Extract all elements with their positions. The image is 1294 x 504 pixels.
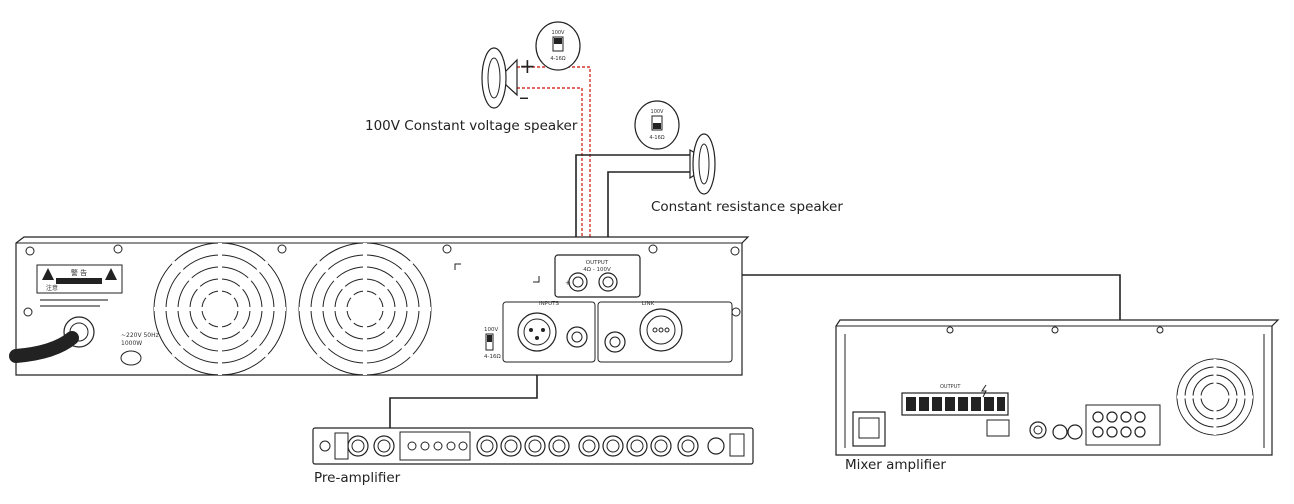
svg-text:100V: 100V — [651, 109, 665, 115]
speaker-cone-icon — [481, 47, 507, 109]
mic-input-jack[interactable] — [548, 435, 570, 457]
fuse-holder — [120, 350, 142, 366]
mic-input-jack[interactable] — [626, 435, 648, 457]
svg-text:4-16Ω: 4-16Ω — [550, 56, 565, 62]
screw-icon — [277, 244, 287, 254]
rca-jack[interactable] — [1120, 426, 1132, 438]
mic-input-jack[interactable] — [524, 435, 546, 457]
mic-jack[interactable] — [1029, 421, 1047, 439]
cv-speaker-driver — [504, 58, 518, 97]
xlr-output-jack[interactable] — [347, 435, 369, 457]
mic-input-jack[interactable] — [677, 435, 699, 457]
cr-speaker-wire-b — [607, 171, 690, 258]
mic-input-jack[interactable] — [602, 435, 624, 457]
rca-jack[interactable] — [1106, 411, 1118, 423]
cv-speaker: + – — [481, 47, 536, 109]
inputs-section — [502, 301, 596, 363]
screw-icon — [25, 246, 35, 256]
slide-switch-icon — [651, 115, 663, 131]
svg-text:1000W: 1000W — [121, 340, 142, 347]
svg-text:100V: 100V — [552, 30, 566, 36]
power-inlet-icon — [319, 440, 331, 452]
screw-icon — [730, 246, 740, 256]
svg-text:4Ω - 100V: 4Ω - 100V — [583, 267, 611, 273]
lightning-icon — [981, 384, 987, 398]
svg-text:100V: 100V — [484, 327, 498, 333]
mic-input-jack[interactable] — [476, 435, 498, 457]
output-terminal-minus[interactable] — [598, 272, 618, 292]
polarity-minus: – — [519, 85, 529, 109]
svg-text:+: + — [565, 279, 571, 287]
svg-text:LINK: LINK — [642, 301, 655, 307]
rca-jack[interactable] — [1092, 426, 1104, 438]
mic-input-jack[interactable] — [500, 435, 522, 457]
cv-speaker-label: 100V Constant voltage speaker — [365, 118, 578, 134]
power-cord — [9, 331, 79, 363]
rca-input-block — [1085, 404, 1161, 446]
cr-speaker-label: Constant resistance speaker — [651, 199, 843, 215]
cv-speaker-plus-wire — [517, 66, 591, 260]
screw-icon — [1051, 326, 1059, 334]
warning-icon — [105, 268, 117, 280]
svg-text:4-16Ω: 4-16Ω — [484, 354, 501, 360]
screw-icon — [23, 307, 33, 317]
power-amplifier-rear-panel: 警 告 注意 ~220V 50Hz 1000W — [9, 236, 750, 376]
mixer-amplifier-rear-panel: OUTPUT — [835, 319, 1280, 456]
xlr-output-jack[interactable] — [373, 435, 395, 457]
rca-jack[interactable] — [1134, 426, 1146, 438]
speaker-cone-icon — [692, 133, 716, 195]
power-inlet[interactable] — [852, 411, 886, 447]
impedance-switch-badge: 100V 4-16Ω — [634, 100, 680, 150]
mic-input-jack[interactable] — [578, 435, 600, 457]
mixer-amplifier-label: Mixer amplifier — [845, 457, 946, 473]
impedance-switch-badge: 100V 4-16Ω — [535, 21, 581, 71]
mic-jack[interactable] — [1052, 424, 1068, 440]
rca-jack[interactable] — [1106, 426, 1118, 438]
speaker-wiring — [517, 66, 690, 260]
svg-text:INPUTS: INPUTS — [539, 301, 559, 307]
rca-jack[interactable] — [1092, 411, 1104, 423]
screw-icon — [946, 326, 954, 334]
pre-amplifier-rear-panel — [312, 427, 754, 465]
screw-icon — [1156, 326, 1164, 334]
xlr-link-jack[interactable] — [639, 308, 683, 352]
svg-text:4-16Ω: 4-16Ω — [649, 135, 664, 141]
trs-input-jack[interactable] — [566, 326, 588, 348]
din-connector[interactable] — [707, 437, 725, 455]
screw-icon — [648, 244, 658, 254]
warning-icon — [42, 268, 54, 280]
pre-amplifier-label: Pre-amplifier — [314, 470, 401, 486]
fan-grille-left — [153, 242, 287, 376]
impedance-selector-switch[interactable] — [485, 333, 494, 351]
warning-label — [36, 264, 123, 294]
trs-link-jack[interactable] — [604, 331, 626, 353]
line-input-block — [399, 431, 471, 461]
cr-speaker-wire-a — [575, 154, 690, 258]
fan-grille-right — [298, 242, 432, 376]
screw-icon — [113, 244, 123, 254]
cv-speaker-minus-wire — [517, 87, 583, 260]
aux-terminal[interactable] — [986, 419, 1010, 437]
slide-switch-icon — [552, 36, 564, 52]
output-terminal-plus[interactable] — [568, 272, 588, 292]
rca-jack[interactable] — [1120, 411, 1132, 423]
svg-text:OUTPUT: OUTPUT — [940, 384, 961, 390]
svg-text:警 告: 警 告 — [71, 268, 87, 277]
polarity-plus: + — [519, 54, 536, 78]
fan-grille — [1176, 358, 1254, 436]
link-section — [597, 301, 733, 363]
rca-jack[interactable] — [1134, 411, 1146, 423]
svg-text:OUTPUT: OUTPUT — [586, 260, 609, 266]
screw-icon — [442, 244, 452, 254]
mic-jack[interactable] — [1067, 424, 1083, 440]
mic-input-jack[interactable] — [650, 435, 672, 457]
svg-text:注意: 注意 — [46, 284, 58, 292]
cr-speaker — [689, 133, 716, 195]
terminal-block — [729, 433, 745, 457]
mic-input-jacks — [476, 435, 699, 457]
svg-text:~220V 50Hz: ~220V 50Hz — [121, 332, 159, 339]
